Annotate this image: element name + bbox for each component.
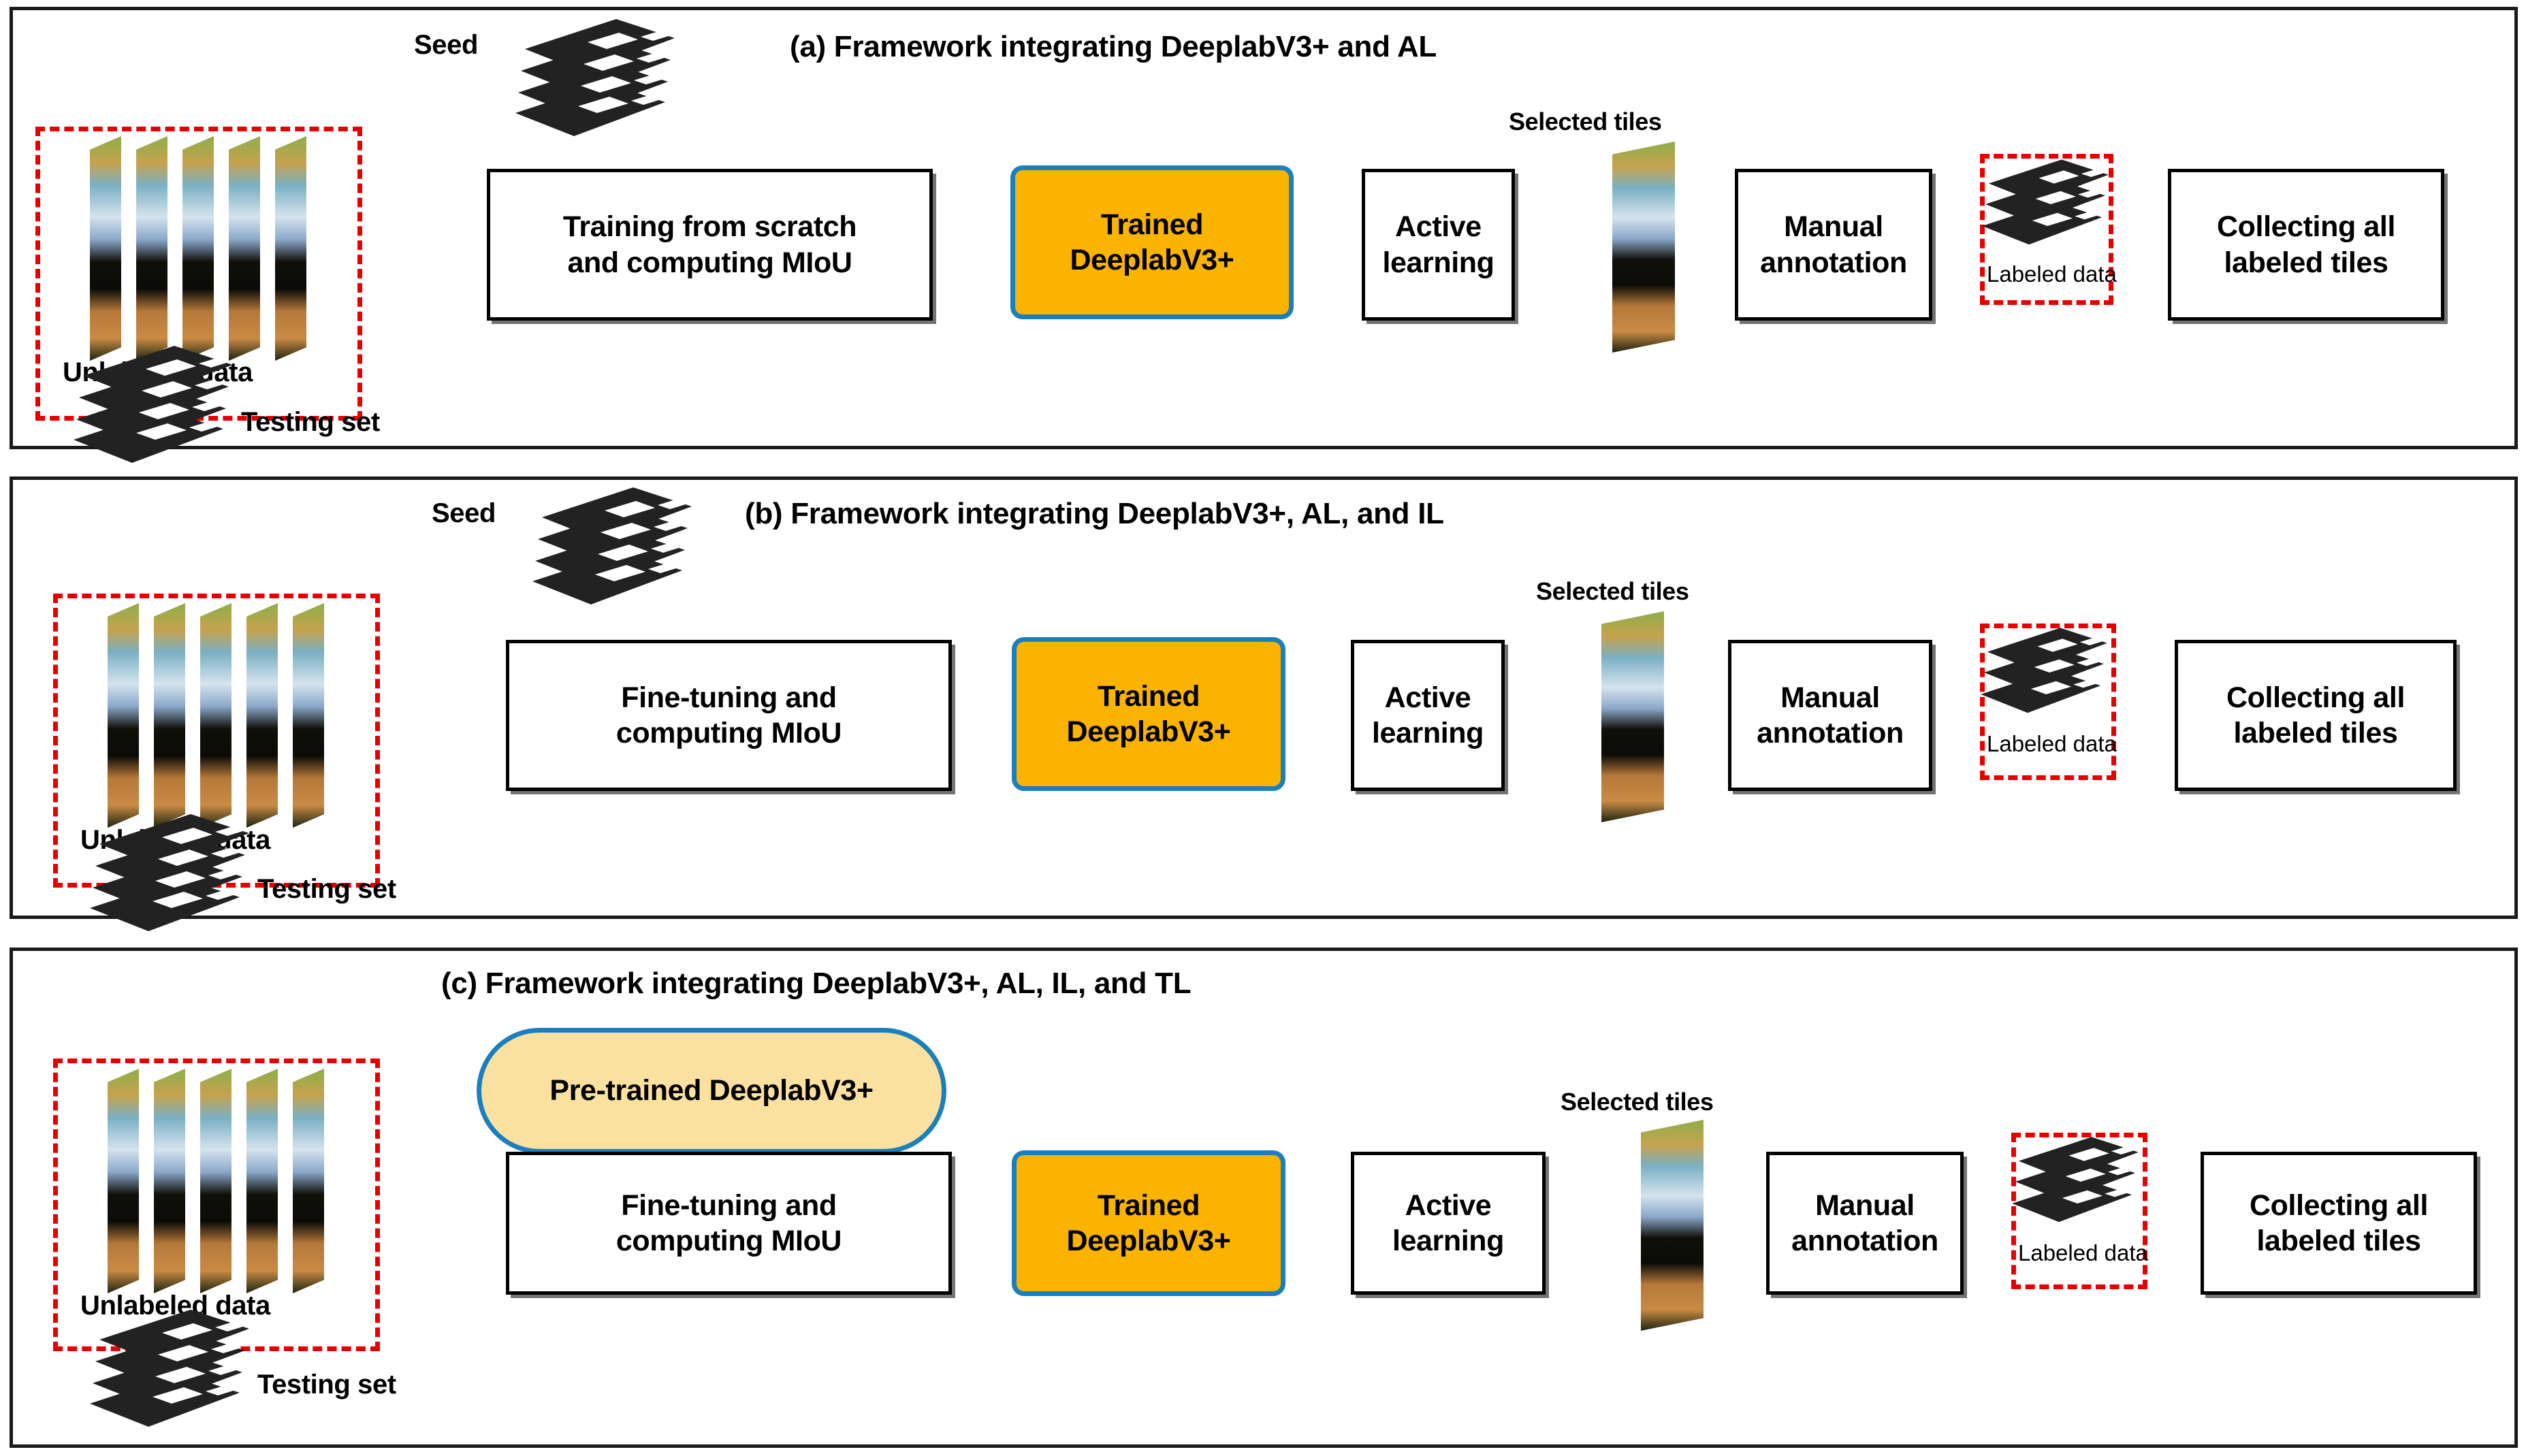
active-learning-line1-c: Active	[1405, 1188, 1492, 1222]
collecting-line1-a: Collecting all	[2217, 210, 2395, 244]
pretrained-model-pill-c[interactable]: Pre-trained DeeplabV3+	[477, 1028, 946, 1154]
manual-annotation-line1-b: Manual	[1780, 681, 1880, 714]
manual-annotation-line1-a: Manual	[1784, 210, 1883, 244]
collecting-box-b[interactable]: Collecting all labeled tiles	[2175, 640, 2457, 791]
unlabeled-data-stack-c	[84, 1069, 357, 1293]
active-learning-line2-b: learning	[1371, 717, 1484, 749]
trained-model-line2-a: DeeplabV3+	[1070, 244, 1234, 276]
collecting-box-c[interactable]: Collecting all labeled tiles	[2201, 1152, 2477, 1295]
labeled-data-stack-c	[2004, 1129, 2141, 1237]
selected-tiles-label-c: Selected tiles	[1561, 1088, 1714, 1116]
manual-annotation-box-b[interactable]: Manual annotation	[1728, 640, 1932, 791]
labeled-data-stack-a	[1975, 151, 2111, 260]
trained-model-box-b[interactable]: Trained DeeplabV3+	[1012, 637, 1285, 791]
active-learning-line2-c: learning	[1392, 1225, 1505, 1257]
training-box-line2-a: and computing MIoU	[567, 246, 852, 279]
selected-tiles-stack-c	[1599, 1120, 1714, 1331]
labeled-data-label-c: Labeled data	[2018, 1240, 2148, 1265]
trained-model-line2-b: DeeplabV3+	[1066, 715, 1231, 748]
training-box-a[interactable]: Training from scratch and computing MIoU	[487, 169, 933, 321]
testing-set-label-a: Testing set	[241, 407, 380, 437]
training-box-line1-a: Training from scratch	[562, 210, 857, 244]
finetuning-box-b[interactable]: Fine-tuning and computing MIoU	[506, 640, 952, 791]
collecting-line2-a: labeled tiles	[2224, 246, 2388, 279]
collecting-line2-c: labeled tiles	[2256, 1225, 2421, 1257]
seed-stack-b	[524, 482, 694, 608]
manual-annotation-line1-c: Manual	[1815, 1188, 1915, 1222]
collecting-line2-b: labeled tiles	[2233, 717, 2398, 749]
panel-b-title: (b) Framework integrating DeeplabV3+, AL…	[745, 497, 1444, 530]
seed-label-a: Seed	[414, 30, 479, 60]
active-learning-box-a[interactable]: Active learning	[1362, 169, 1515, 321]
trained-model-box-c[interactable]: Trained DeeplabV3+	[1012, 1150, 1285, 1296]
labeled-data-group-c	[2011, 1133, 2147, 1289]
labeled-data-group-a	[1980, 154, 2113, 305]
unlabeled-data-stack-b	[84, 603, 357, 828]
finetuning-line1-c: Fine-tuning and	[621, 1188, 837, 1222]
panel-a-title: (a) Framework integrating DeeplabV3+ and…	[790, 30, 1437, 63]
testing-set-stack-b	[82, 809, 252, 935]
active-learning-line1-b: Active	[1384, 681, 1471, 714]
finetuning-line1-b: Fine-tuning and	[621, 681, 837, 714]
active-learning-line1-a: Active	[1395, 210, 1482, 244]
seed-stack-a	[507, 14, 677, 140]
manual-annotation-line2-a: annotation	[1760, 246, 1907, 279]
labeled-data-group-b	[1980, 624, 2116, 780]
selected-tiles-stack-a	[1570, 142, 1686, 353]
collecting-line1-b: Collecting all	[2226, 681, 2405, 714]
trained-model-line1-a: Trained	[1100, 208, 1204, 241]
testing-set-stack-a	[65, 340, 236, 466]
selected-tiles-label-b: Selected tiles	[1536, 577, 1689, 605]
labeled-data-label-a: Labeled data	[1987, 261, 2117, 287]
manual-annotation-line2-b: annotation	[1757, 717, 1904, 749]
pretrained-line2-c: DeeplabV3+	[709, 1074, 874, 1107]
manual-annotation-box-c[interactable]: Manual annotation	[1766, 1152, 1964, 1295]
active-learning-box-c[interactable]: Active learning	[1351, 1152, 1546, 1295]
trained-model-line1-c: Trained	[1097, 1188, 1200, 1222]
selected-tiles-stack-b	[1559, 611, 1675, 822]
collecting-box-a[interactable]: Collecting all labeled tiles	[2168, 169, 2444, 321]
labeled-data-stack-b	[1973, 619, 2109, 728]
manual-annotation-box-a[interactable]: Manual annotation	[1735, 169, 1932, 321]
active-learning-line2-a: learning	[1382, 246, 1494, 279]
panel-c-title: (c) Framework integrating DeeplabV3+, AL…	[441, 967, 1192, 1000]
finetuning-box-c[interactable]: Fine-tuning and computing MIoU	[506, 1152, 952, 1295]
finetuning-line2-b: computing MIoU	[615, 717, 842, 749]
testing-set-label-c: Testing set	[257, 1370, 396, 1400]
finetuning-line2-c: computing MIoU	[615, 1225, 842, 1257]
labeled-data-label-b: Labeled data	[1987, 731, 2117, 756]
testing-set-stack-c	[82, 1304, 252, 1430]
unlabeled-data-stack-a	[67, 136, 339, 361]
trained-model-box-a[interactable]: Trained DeeplabV3+	[1010, 165, 1294, 319]
trained-model-line1-b: Trained	[1097, 679, 1200, 713]
seed-label-b: Seed	[432, 498, 496, 528]
collecting-line1-c: Collecting all	[2250, 1188, 2428, 1222]
testing-set-label-b: Testing set	[257, 874, 396, 904]
trained-model-line2-c: DeeplabV3+	[1066, 1225, 1231, 1257]
active-learning-box-b[interactable]: Active learning	[1351, 640, 1505, 791]
manual-annotation-line2-c: annotation	[1791, 1225, 1938, 1257]
pretrained-line1-c: Pre-trained	[549, 1074, 702, 1107]
selected-tiles-label-a: Selected tiles	[1509, 108, 1662, 135]
